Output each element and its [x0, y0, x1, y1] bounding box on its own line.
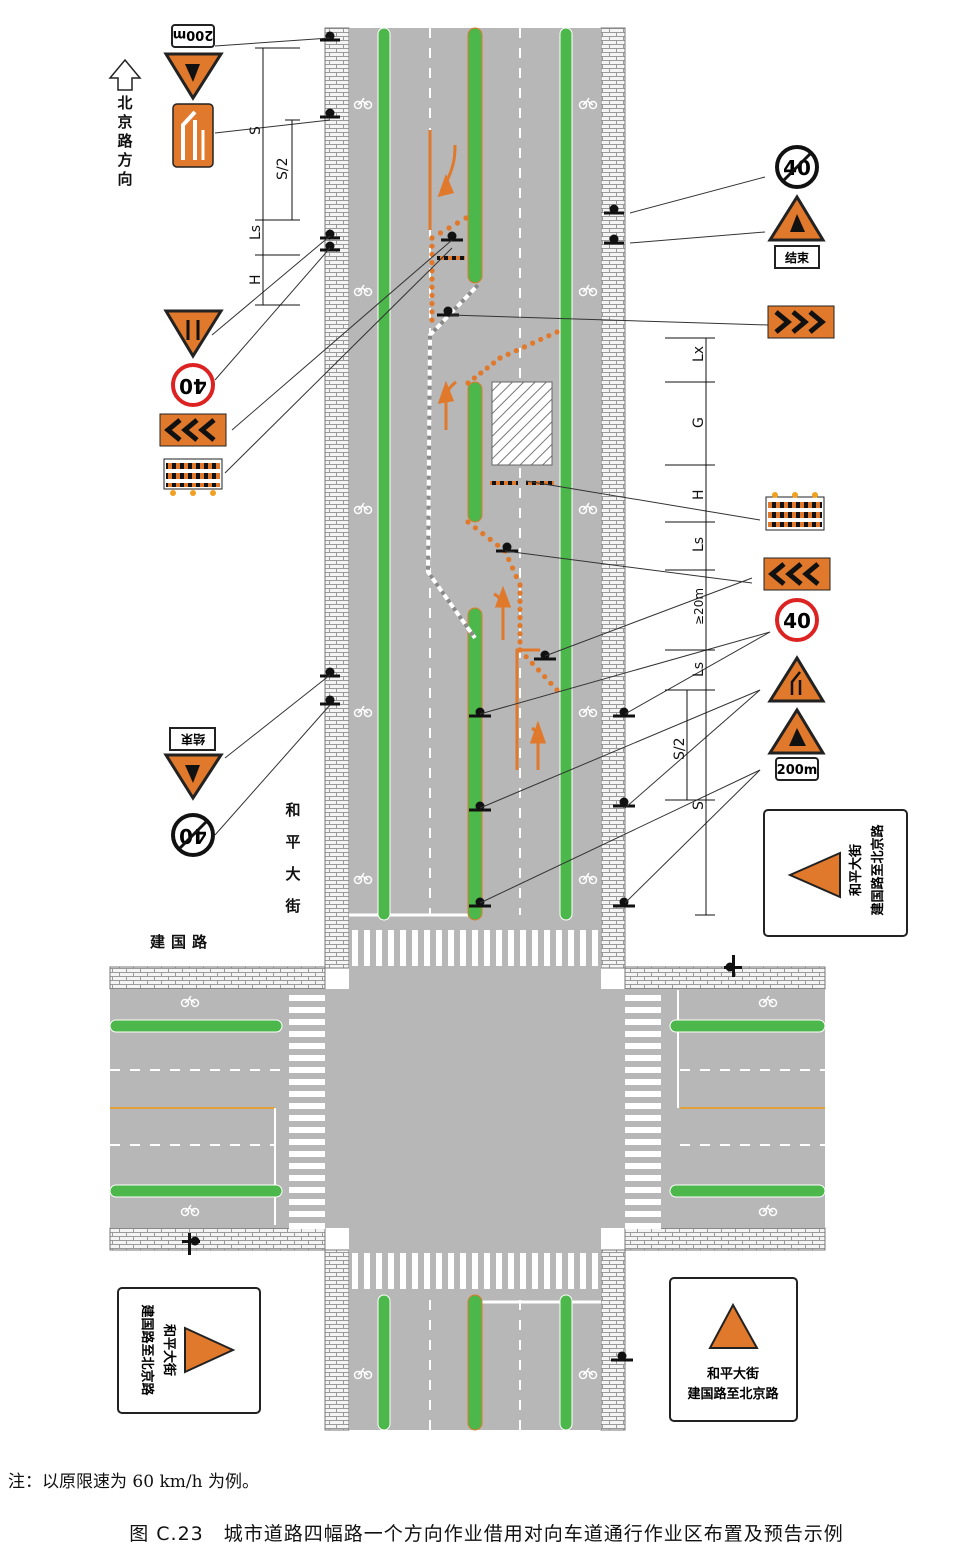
dim-label-S-left: S	[248, 126, 264, 135]
sign-speed-40-end: 40	[775, 145, 819, 189]
svg-text:40: 40	[179, 374, 207, 398]
svg-text:40: 40	[783, 609, 811, 633]
advance-route-sign-right: 和平大街 建国路至北京路	[763, 809, 908, 937]
svg-text:200m: 200m	[777, 763, 818, 778]
road-name-labels: 北京路方向 和平大街 建国路	[117, 94, 300, 951]
dim-label-H-left: H	[248, 274, 264, 285]
dim-label-S-right: S	[691, 801, 707, 810]
dim-label-G-right: G	[691, 417, 707, 428]
dim-label-S-half-right: S/2	[672, 737, 688, 760]
sign-speed-limit-40: 40	[775, 598, 819, 642]
svg-text:建国路至北京路: 建国路至北京路	[139, 1304, 155, 1396]
advance-route-sign-bottom-right: 和平大街 建国路至北京路	[669, 1277, 798, 1422]
dimension-lines-right	[665, 337, 715, 916]
dimension-lines-left	[255, 47, 300, 306]
svg-text:结束: 结束	[180, 732, 205, 747]
sign-200m-work-ahead-inverted: 200m	[163, 24, 224, 101]
dim-label-Ls-right-2: Ls	[691, 662, 707, 677]
leader-lines	[211, 37, 771, 904]
figure-caption: 图 C.23 城市道路四幅路一个方向作业借用对向车道通行作业区布置及预告示例	[129, 1523, 844, 1545]
sign-two-way-traffic	[163, 309, 224, 359]
dim-label-Ls-right: Ls	[691, 537, 707, 552]
sign-barricade-right	[765, 492, 825, 531]
sign-chevron-left-right-side	[763, 557, 831, 591]
sign-lane-shift	[767, 655, 826, 703]
jianguo-road-label: 建国路	[150, 933, 213, 951]
sign-chevron-right	[767, 305, 835, 339]
lane-guide-arrows	[428, 130, 547, 770]
svg-text:和平大街: 和平大街	[707, 1366, 759, 1382]
sign-speed-40-end-inverted: 40	[171, 813, 215, 857]
crosswalks	[289, 930, 661, 1289]
work-zone-layout-diagram: S S/2 Ls H Lx G H Ls ≥20m Ls S/2 S 北京路方向…	[108, 24, 908, 1431]
temporary-lane-divider	[425, 283, 480, 640]
sign-distance-200m: 200m	[775, 757, 819, 781]
svg-text:结束: 结束	[785, 250, 810, 265]
svg-text:和平大街: 和平大街	[161, 1324, 177, 1376]
sign-posts	[182, 31, 742, 1362]
footnote: 注：以原限速为 60 km/h 为例。	[8, 1472, 259, 1492]
sign-barricade-left	[163, 458, 223, 496]
green-separators	[109, 27, 826, 1431]
sign-speed-limit-40-inverted: 40	[171, 363, 215, 407]
dim-label-Ls-left: Ls	[248, 225, 264, 240]
dim-label-S-half-left: S/2	[275, 157, 291, 180]
sign-lane-merge	[172, 103, 214, 168]
dim-label-min-gap: ≥20m	[692, 588, 706, 625]
svg-text:和平大街: 和平大街	[848, 844, 864, 896]
north-direction-marker	[108, 58, 142, 91]
bicycle-lane-markings	[180, 97, 778, 1380]
svg-text:建国路至北京路: 建国路至北京路	[687, 1386, 779, 1402]
sign-road-work	[767, 707, 826, 755]
heping-street-label: 和平大街	[284, 801, 300, 915]
svg-text:建国路至北京路: 建国路至北京路	[870, 824, 886, 916]
dimension-labels: S S/2 Ls H Lx G H Ls ≥20m Ls S/2 S	[248, 126, 707, 810]
sign-chevron-left	[159, 413, 227, 447]
dim-label-Lx-right: Lx	[691, 346, 707, 362]
advance-route-sign-left: 和平大街 建国路至北京路	[117, 1287, 261, 1414]
sign-end-work-inverted: 结束	[163, 727, 224, 801]
dim-label-H-right: H	[691, 489, 707, 500]
north-direction-label: 北京路方向	[117, 94, 133, 188]
svg-text:200m: 200m	[173, 27, 214, 42]
work-area	[437, 256, 554, 485]
sign-end-work: 结束	[767, 194, 826, 269]
